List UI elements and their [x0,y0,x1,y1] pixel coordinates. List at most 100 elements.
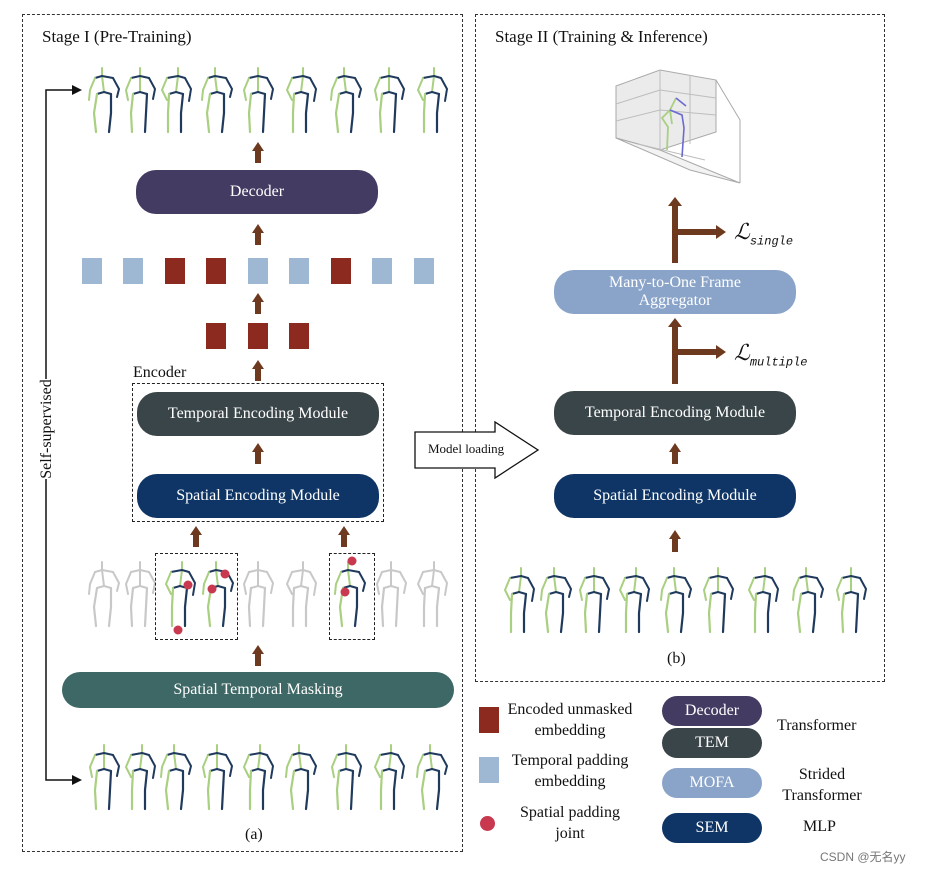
skeleton-bone [766,592,772,634]
skeleton-bone [336,75,356,79]
padding-embedding [372,258,392,284]
skeleton-bone [129,92,135,134]
up-arrow [190,526,202,547]
loss-multiple: ℒmultiple [734,340,807,369]
skeleton-bone [417,77,424,101]
skeleton-bone [440,754,448,775]
skeleton-bone [755,591,771,595]
skeleton-bone [388,744,392,770]
skeleton-bone [170,569,190,573]
skeleton-bone [504,577,511,601]
encoded-embedding [165,258,185,284]
skeleton-bone [143,586,149,628]
skeleton-bone [633,567,637,593]
skeleton-bone [107,92,113,134]
skeleton-bone [130,752,150,756]
encoded-embedding [331,258,351,284]
up-arrow [669,443,681,464]
skeleton-bone [422,92,427,134]
skeleton-bone [540,577,548,601]
skeleton-bone [841,575,861,579]
skeleton-bone [300,67,304,93]
up-arrow [338,526,350,547]
skeleton-bone [96,91,112,95]
skeleton-bone [374,77,381,101]
skeleton-bone [664,592,671,634]
skeleton-bone [660,577,668,601]
skeleton-bone [424,768,440,772]
skeleton-bone [342,585,358,589]
skeleton-bone [285,754,293,778]
skeleton-bone [132,768,148,772]
skeleton-bone [261,769,267,811]
skeleton-bone [221,586,227,628]
skeleton-bone [668,591,684,595]
encoded-embedding [248,323,268,349]
skeleton-bone [771,577,779,602]
stage1-title: Stage I (Pre-Training) [42,27,192,46]
legend-blue-line1: Temporal padding [511,752,629,769]
skeleton-bone [206,769,212,811]
skeleton-bone [170,586,175,628]
loop-arrowhead-top [72,85,82,95]
skeleton-bone [93,769,99,811]
skeleton-bone [798,575,818,579]
skeleton-bone [597,592,603,634]
caption-b: (b) [667,650,686,667]
decoder-block: Decoder [136,170,378,214]
skeleton-bone [440,77,448,102]
skeleton-bone [214,67,218,93]
skeleton-bone [225,754,233,777]
skeleton-bone [338,91,354,95]
skeleton-bone [148,77,156,100]
skeleton-bone [380,586,386,628]
encoded-embedding [206,258,226,284]
skeleton-bone [132,91,148,95]
up-arrow [252,293,264,314]
skeleton-bone [811,592,817,634]
self-supervised-label: Self-supervised [38,379,56,479]
skeleton-bone [248,769,253,811]
skeleton-bone [309,77,317,102]
skeleton-bone [168,768,184,772]
legend-mlp: MLP [803,818,836,835]
padding-embedding [248,258,268,284]
skeleton-bone [583,592,589,634]
skeleton-bone [586,591,602,595]
skeleton-bone [753,575,773,579]
padding-embedding [414,258,434,284]
legend-blue-line2: embedding [534,773,606,790]
skeleton-bone [143,769,149,811]
skeleton-bone [666,575,686,579]
skeleton-bone [101,561,105,587]
masked-group-box [329,553,375,640]
skeleton-bone [816,577,824,598]
stage2-panel [475,14,885,682]
skeleton-bone [247,586,253,628]
skeleton-bone [304,586,310,628]
skeleton-bone [202,571,210,595]
skeleton-bone [248,752,268,756]
encoded-embedding [206,323,226,349]
skeleton-bone [330,77,338,101]
mofa-line1: Many-to-One Frame [609,274,741,291]
skeleton-bone [721,592,727,634]
skeleton-bone [379,75,399,79]
skeleton-bone [440,571,448,596]
skeleton-bone [248,569,268,573]
skeleton-bone [334,92,341,134]
skeleton-bone [166,752,186,756]
padding-embedding [289,258,309,284]
skeleton-bone [800,591,816,595]
skeleton-bone [381,91,397,95]
skeleton-bone [161,77,168,101]
skeleton-bone [624,575,644,579]
skeleton-bone [96,585,112,589]
skeleton-bone [374,754,381,778]
legend-dot-text: Spatial padding joint [505,802,635,844]
skeleton-bone [336,752,356,756]
legend-strided-line1: Strided [798,766,846,783]
skeleton-bone [392,92,398,134]
skeleton-bone [334,571,342,595]
